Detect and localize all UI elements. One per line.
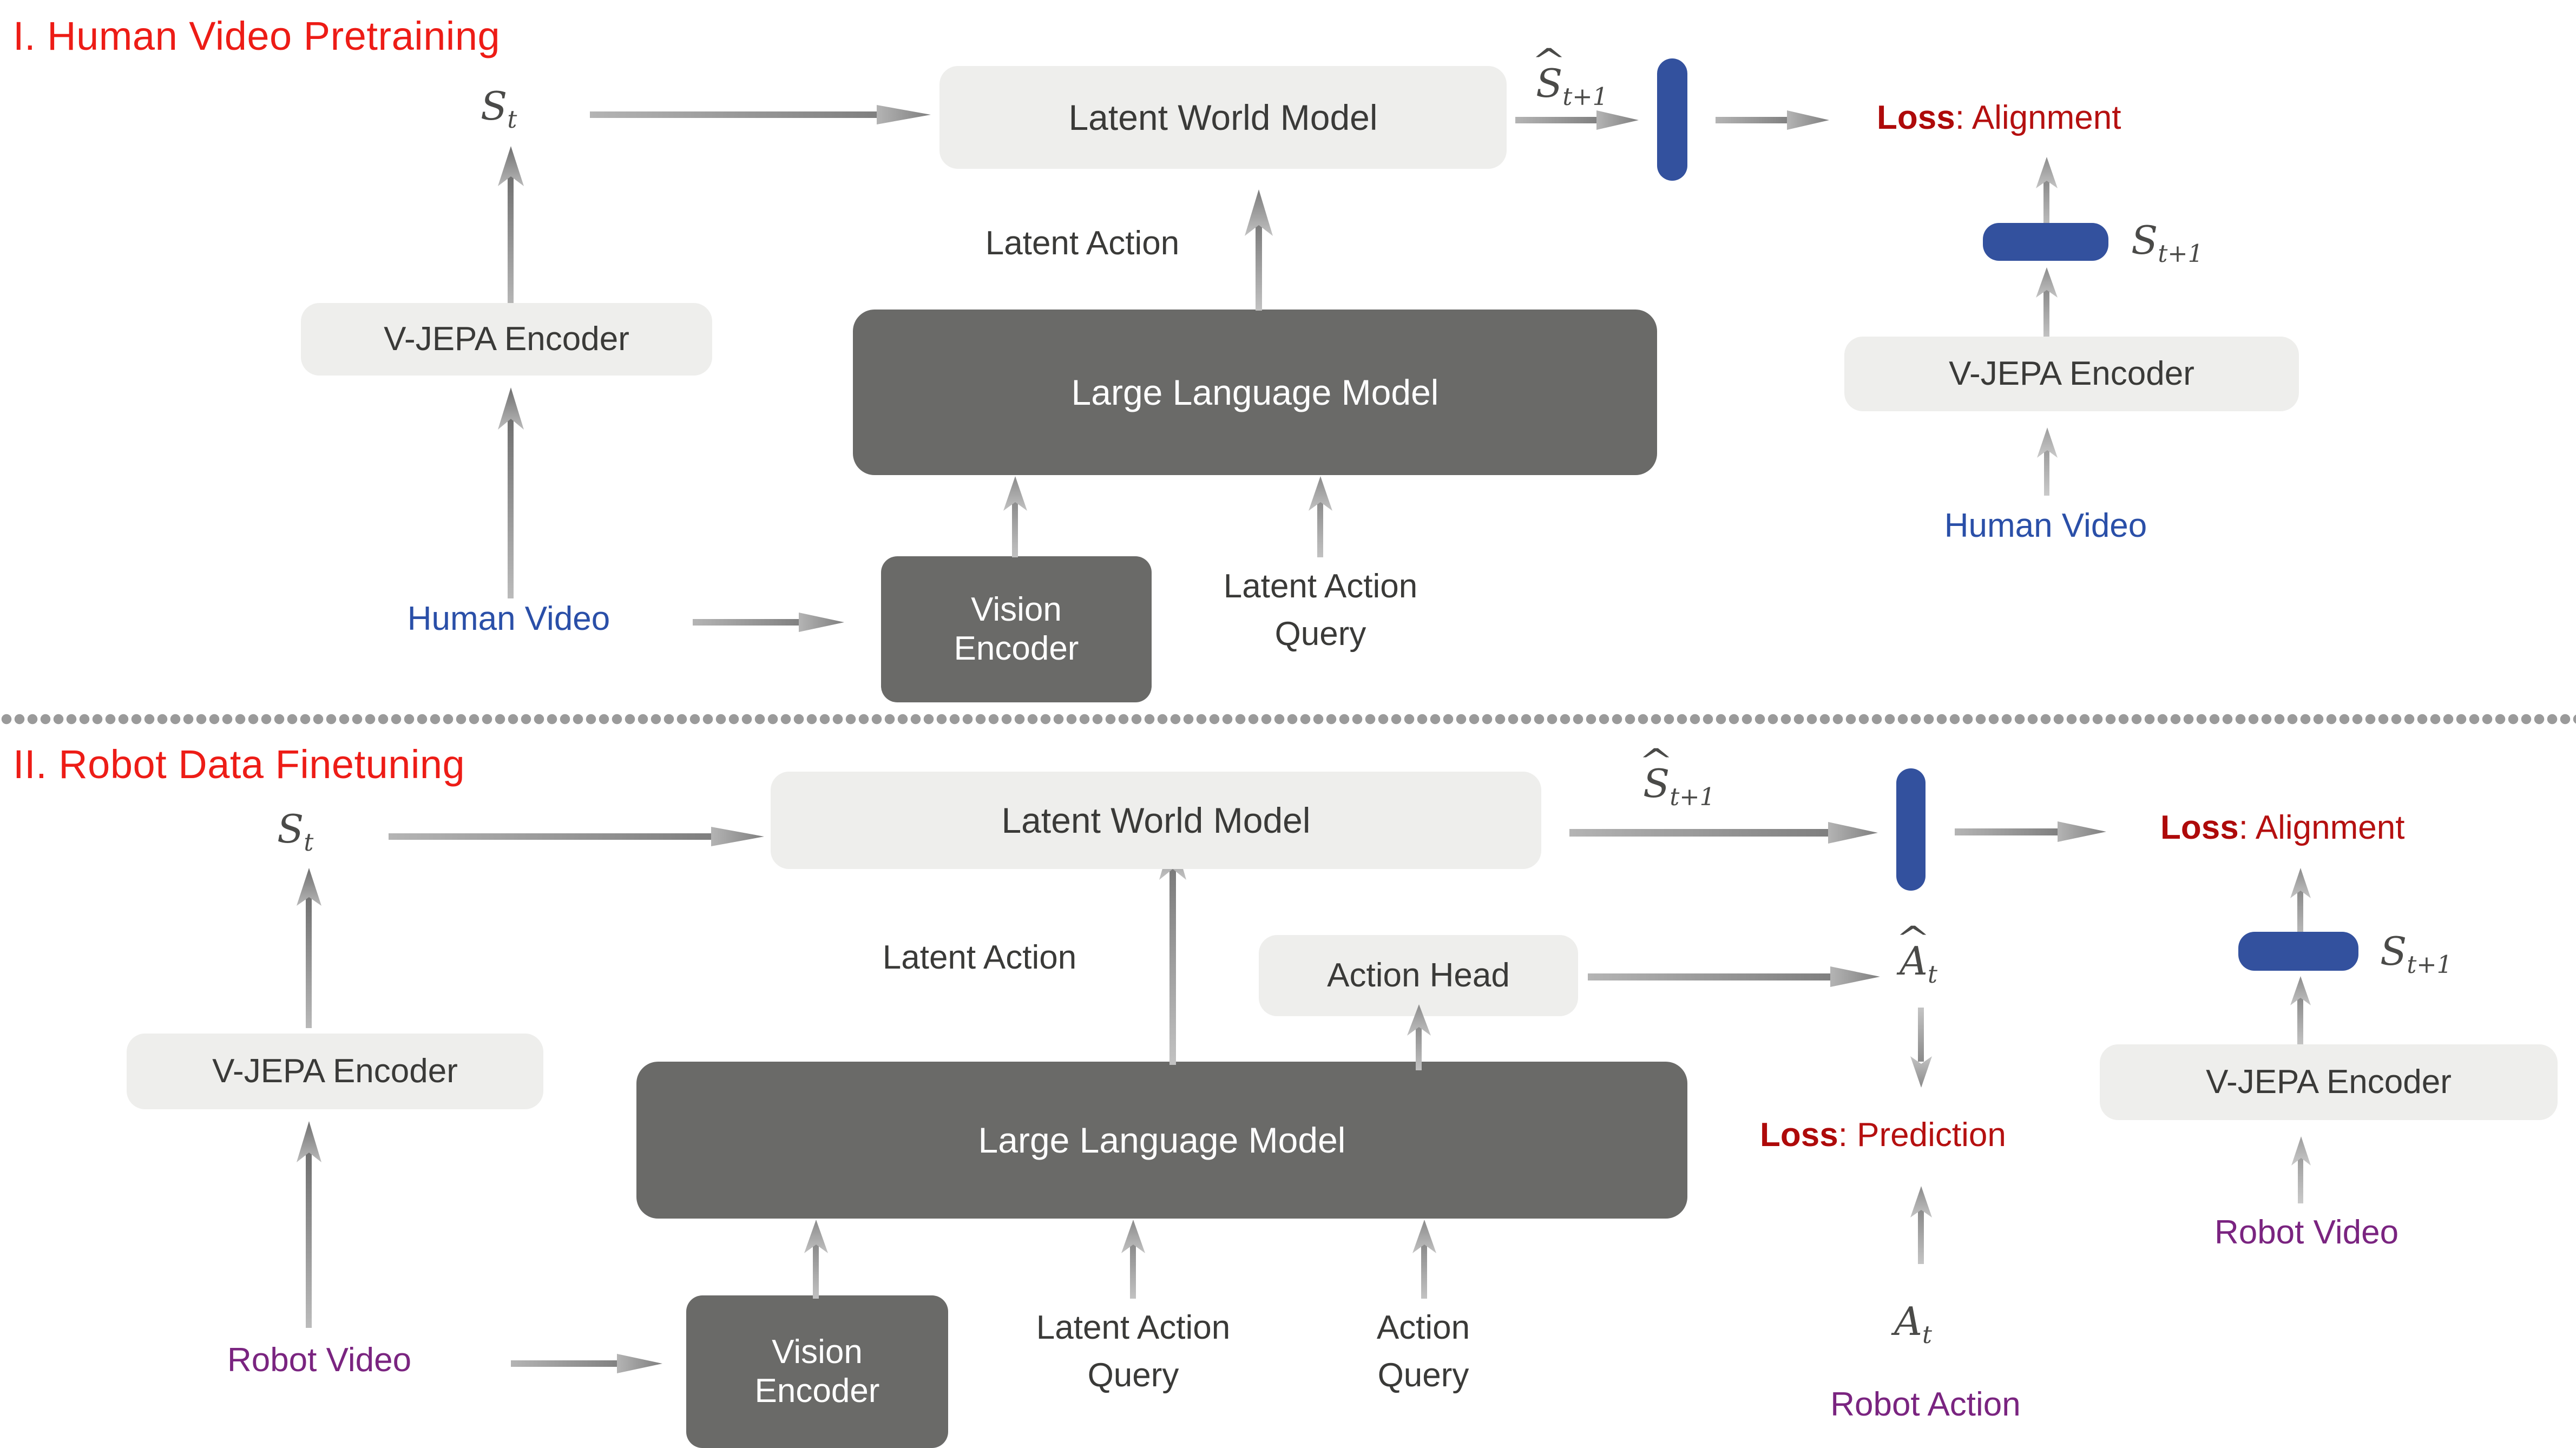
predicted-action-label: At [1900,942,1937,987]
ground-truth-action-label: At [1894,1299,1932,1350]
arrow-vision-encoder-to-llm-finetuning [804,1220,828,1299]
arrow-robot-video-to-vjepa-left [297,1121,321,1328]
arrow-human-video-right-to-vjepa-right [2037,427,2058,496]
arrow-llm-to-action-head [1407,1004,1431,1070]
vision-encoder-pretraining[interactable]: Vision Encoder [881,556,1152,702]
arrow-llm-to-latent-world-model-pretraining [1245,189,1273,311]
arrow-vision-encoder-to-llm-pretraining [1003,476,1027,557]
arrow-lwm-to-latent-token-pretraining [1515,109,1639,131]
source-video-label-left-finetuning: Robot Video [227,1341,412,1379]
predicted-latent-token-pretraining [1657,58,1687,181]
arrow-target-token-to-loss-finetuning [2290,868,2311,944]
loss-keyword: Loss [1877,99,1955,136]
source-video-label-left-pretraining: Human Video [407,600,610,637]
loss-type: : Prediction [1838,1116,2006,1154]
latent-action-query-label-pretraining: Latent Action Query [1223,568,1418,653]
arrow-action-head-to-predicted-action [1588,965,1880,988]
robot-action-label: Robot Action [1830,1386,2021,1423]
loss-keyword: Loss [1760,1116,1838,1154]
loss-keyword: Loss [2160,809,2239,846]
loss-type: : Alignment [1955,99,2121,136]
arrow-human-video-to-vjepa-left [498,387,524,598]
predicted-state-label-pretraining: St+1 [1536,64,1608,109]
target-state-label-finetuning: St+1 [2380,929,2453,979]
arrow-human-video-to-vision-encoder [693,611,844,633]
latent-action-label-pretraining: Latent Action [985,225,1180,262]
latent-world-model-pretraining[interactable]: Latent World Model [939,66,1507,169]
predicted-state-label-finetuning: St+1 [1643,764,1715,809]
arrow-st-to-latent-world-model-finetuning [389,825,764,848]
arrow-target-token-to-loss-pretraining [2036,157,2058,232]
arrow-ground-truth-action-to-loss-prediction [1910,1186,1932,1264]
arrow-vjepa-right-to-target-token-finetuning [2290,976,2311,1045]
arrow-robot-video-right-to-vjepa-right [2291,1136,2311,1203]
arrow-latent-token-to-loss-pretraining [1716,109,1829,131]
action-query-label-finetuning: Action Query [1376,1309,1470,1394]
large-language-model-finetuning[interactable]: Large Language Model [636,1062,1687,1219]
vjepa-encoder-right-finetuning[interactable]: V-JEPA Encoder [2100,1044,2558,1120]
arrow-action-query-to-llm-finetuning [1412,1220,1436,1299]
arrow-vjepa-right-to-target-token-pretraining [2036,267,2058,339]
target-latent-token-pretraining [1983,223,2108,261]
vjepa-encoder-left-finetuning[interactable]: V-JEPA Encoder [127,1034,543,1109]
state-label-st-finetuning: St [277,806,314,857]
arrow-vjepa-left-to-st-finetuning [297,868,321,1028]
arrow-robot-video-to-vision-encoder [511,1353,662,1374]
arrow-st-to-latent-world-model [590,103,931,127]
action-head-finetuning[interactable]: Action Head [1259,935,1578,1016]
arrow-vjepa-left-to-st-pretraining [498,146,524,308]
loss-type: : Alignment [2238,809,2405,846]
arrow-latent-action-query-to-llm-finetuning [1121,1220,1145,1299]
vjepa-encoder-left-pretraining[interactable]: V-JEPA Encoder [301,303,712,376]
section-heading-pretraining: I. Human Video Pretraining [13,14,501,58]
target-latent-token-finetuning [2238,932,2358,971]
arrow-predicted-action-to-loss-prediction [1910,1008,1932,1088]
predicted-latent-token-finetuning [1896,768,1926,891]
large-language-model-pretraining[interactable]: Large Language Model [853,310,1657,475]
loss-alignment-finetuning: Loss: Alignment [2160,808,2404,847]
vision-encoder-finetuning[interactable]: Vision Encoder [686,1295,948,1448]
section-divider [0,713,2576,725]
arrow-latent-token-to-loss-finetuning [1955,820,2106,843]
source-video-label-right-pretraining: Human Video [1944,507,2147,544]
state-label-st-pretraining: St [481,83,517,134]
target-state-label-pretraining: St+1 [2131,218,2204,268]
section-heading-finetuning: II. Robot Data Finetuning [13,742,465,787]
latent-action-label-finetuning: Latent Action [882,939,1077,976]
arrow-latent-action-query-to-llm-pretraining [1309,476,1332,557]
source-video-label-right-finetuning: Robot Video [2214,1214,2399,1251]
loss-alignment-pretraining: Loss: Alignment [1877,98,2121,137]
latent-world-model-finetuning[interactable]: Latent World Model [771,772,1541,869]
latent-action-query-label-finetuning: Latent Action Query [1036,1309,1231,1394]
arrow-lwm-to-latent-token-finetuning [1569,820,1878,844]
vjepa-encoder-right-pretraining[interactable]: V-JEPA Encoder [1844,337,2299,411]
loss-prediction-finetuning: Loss: Prediction [1760,1116,2006,1154]
